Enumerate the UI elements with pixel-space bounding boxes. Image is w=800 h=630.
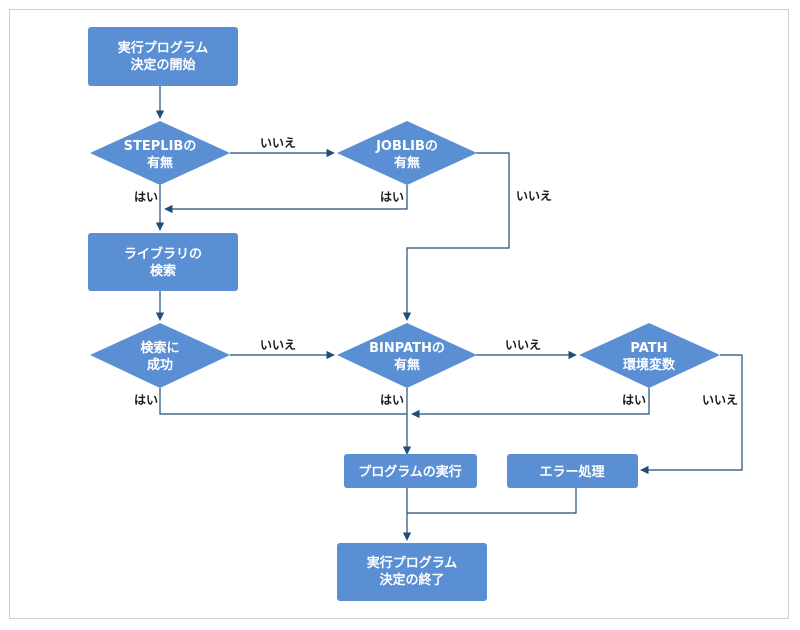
- label-joblib-yes: はい: [380, 190, 404, 204]
- node-run-program-label: プログラムの実行: [358, 464, 462, 480]
- node-binpath: BINPATHの 有無: [337, 323, 477, 388]
- node-binpath-line2: 有無: [394, 357, 420, 373]
- label-steplib-no: いいえ: [260, 136, 296, 150]
- node-library-search: ライブラリの 検索: [88, 233, 238, 291]
- node-start-line2: 決定の開始: [130, 57, 195, 73]
- node-path-env: PATH 環境変数: [579, 323, 720, 388]
- edge-path-yes-merge: [411, 388, 650, 419]
- node-start: 実行プログラム 決定の開始: [88, 27, 238, 86]
- node-path-env-line2: 環境変数: [623, 357, 676, 373]
- label-binpath-yes: はい: [380, 393, 404, 407]
- edge-path-no-to-error: [640, 354, 743, 475]
- edge-labels: いいえ はい はい いいえ いいえ はい いいえ はい はい いいえ: [134, 136, 738, 407]
- node-steplib-line2: 有無: [147, 155, 173, 171]
- node-library-search-line1: ライブラリの: [124, 246, 202, 262]
- node-steplib-line1: STEPLIBの: [124, 139, 197, 154]
- label-search-no: いいえ: [260, 338, 296, 352]
- edges: [155, 86, 743, 541]
- label-joblib-no: いいえ: [516, 189, 552, 203]
- node-error-handling: エラー処理: [507, 454, 638, 488]
- node-joblib: JOBLIBの 有無: [337, 121, 477, 185]
- node-error-handling-label: エラー処理: [539, 464, 604, 480]
- node-search-success-line1: 検索に: [140, 340, 179, 356]
- node-steplib: STEPLIBの 有無: [90, 121, 230, 185]
- diagram-frame: [9, 9, 789, 619]
- label-path-yes: はい: [622, 393, 646, 407]
- node-end-line2: 決定の終了: [379, 572, 444, 588]
- node-joblib-line1: JOBLIBの: [375, 139, 438, 154]
- label-steplib-yes: はい: [134, 190, 158, 204]
- label-binpath-no: いいえ: [505, 338, 541, 352]
- node-end: 実行プログラム 決定の終了: [337, 543, 487, 601]
- node-search-success-line2: 成功: [147, 357, 173, 373]
- node-binpath-line1: BINPATHの: [369, 341, 445, 356]
- node-joblib-line2: 有無: [394, 155, 420, 171]
- edge-success-yes-merge: [159, 388, 407, 415]
- label-search-yes: はい: [134, 393, 158, 407]
- label-path-no: いいえ: [702, 393, 738, 407]
- node-search-success: 検索に 成功: [90, 323, 230, 388]
- node-run-program: プログラムの実行: [344, 454, 477, 488]
- node-end-line1: 実行プログラム: [367, 555, 458, 571]
- node-start-line1: 実行プログラム: [118, 40, 209, 56]
- edge-joblib-yes-merge: [164, 185, 408, 214]
- node-path-env-line1: PATH: [630, 341, 667, 356]
- edge-joblib-no-to-binpath: [402, 152, 510, 321]
- node-library-search-line2: 検索: [150, 263, 176, 279]
- edge-error-to-end: [407, 488, 577, 514]
